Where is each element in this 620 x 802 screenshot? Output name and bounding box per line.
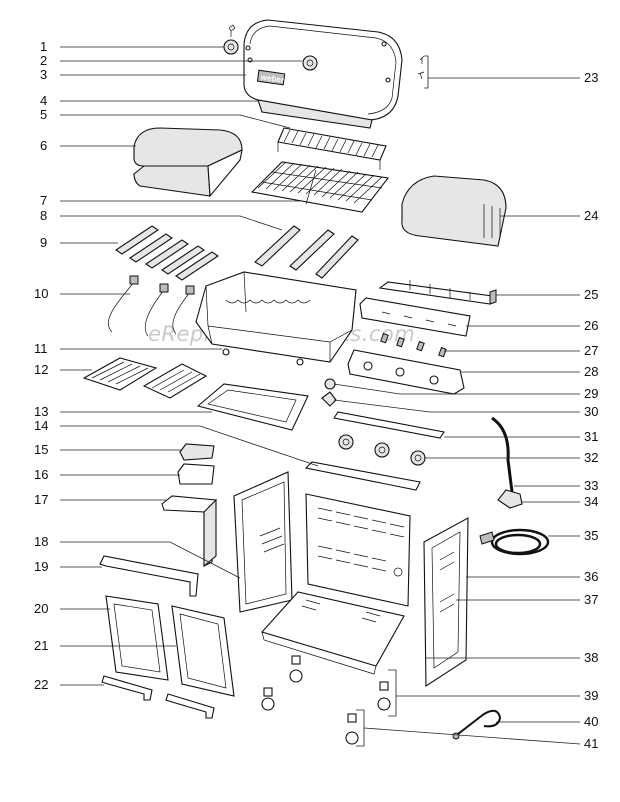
callout-17: 17 — [34, 492, 48, 507]
part-screws — [417, 55, 425, 80]
callout-24: 24 — [584, 208, 598, 223]
part-thermometer — [223, 24, 239, 55]
part-igniter-wires — [107, 275, 195, 337]
part-control-panel — [347, 349, 465, 395]
part-door-handle-bar — [99, 555, 199, 597]
part-cooking-grates — [250, 161, 390, 213]
part-crossover-rail — [304, 461, 421, 491]
callout-9: 9 — [40, 235, 47, 250]
part-door-handles — [101, 675, 215, 719]
callout-23: 23 — [584, 70, 598, 85]
callout-15: 15 — [34, 442, 48, 457]
callout-25: 25 — [584, 287, 598, 302]
part-side-table-right — [401, 175, 507, 247]
callout-28: 28 — [584, 364, 598, 379]
callout-16: 16 — [34, 467, 48, 482]
part-catch-pan — [196, 383, 309, 431]
callout-10: 10 — [34, 286, 48, 301]
part-bracket — [161, 495, 217, 568]
callout-22: 22 — [34, 677, 48, 692]
callout-35: 35 — [584, 528, 598, 543]
part-manifold — [378, 280, 497, 305]
part-valves — [380, 332, 447, 358]
callout-39: 39 — [584, 688, 598, 703]
callout-7: 7 — [40, 193, 47, 208]
callout-18: 18 — [34, 534, 48, 549]
callout-26: 26 — [584, 318, 598, 333]
part-casters — [261, 655, 391, 745]
part-lid: weber — [243, 19, 403, 129]
callout-3: 3 — [40, 67, 47, 82]
part-control-knobs — [338, 434, 426, 466]
callout-21: 21 — [34, 638, 48, 653]
callout-40: 40 — [584, 714, 598, 729]
callout-41: 41 — [584, 736, 598, 751]
part-regulator-hose — [479, 528, 550, 556]
part-heat-deflectors — [115, 225, 219, 281]
part-left-frame — [233, 471, 293, 613]
part-gas-hose — [491, 416, 514, 493]
callout-32: 32 — [584, 450, 598, 465]
callout-33: 33 — [584, 478, 598, 493]
callout-34: 34 — [584, 494, 598, 509]
callout-2: 2 — [40, 53, 47, 68]
part-bezel-30 — [321, 391, 337, 407]
callout-31: 31 — [584, 429, 598, 444]
part-heat-shields — [82, 357, 208, 399]
callout-19: 19 — [34, 559, 48, 574]
callout-36: 36 — [584, 569, 598, 584]
callout-4: 4 — [40, 93, 47, 108]
callout-30: 30 — [584, 404, 598, 419]
callout-38: 38 — [584, 650, 598, 665]
part-doors — [105, 595, 235, 697]
callout-20: 20 — [34, 601, 48, 616]
callout-numbers: 1 2 3 4 5 6 7 8 9 10 11 12 13 14 15 16 1… — [34, 39, 598, 751]
callout-29: 29 — [584, 386, 598, 401]
part-catch-pan-holder — [177, 463, 215, 485]
callout-1: 1 — [40, 39, 47, 54]
part-strip-31 — [333, 411, 445, 439]
lid-logo: weber — [259, 73, 284, 85]
callout-5: 5 — [40, 107, 47, 122]
part-warming-rack — [277, 127, 387, 170]
leader-lines — [60, 46, 581, 747]
callout-37: 37 — [584, 592, 598, 607]
part-drawings: weber — [82, 19, 550, 745]
callout-27: 27 — [584, 343, 598, 358]
callout-8: 8 — [40, 208, 47, 223]
callout-6: 6 — [40, 138, 47, 153]
callout-14: 14 — [34, 418, 48, 433]
part-right-frame — [423, 517, 469, 688]
callout-13: 13 — [34, 404, 48, 419]
part-back-panel — [305, 493, 411, 607]
part-cookbox — [195, 271, 357, 366]
part-side-table-left — [133, 127, 243, 198]
part-bottom-shelf — [261, 591, 405, 675]
part-flavorizer-bars — [254, 225, 359, 279]
part-knob-29 — [324, 378, 336, 390]
part-drip-tray — [179, 443, 215, 461]
callout-11: 11 — [34, 341, 48, 356]
callout-12: 12 — [34, 362, 48, 377]
part-regulator-clamp — [497, 489, 523, 509]
